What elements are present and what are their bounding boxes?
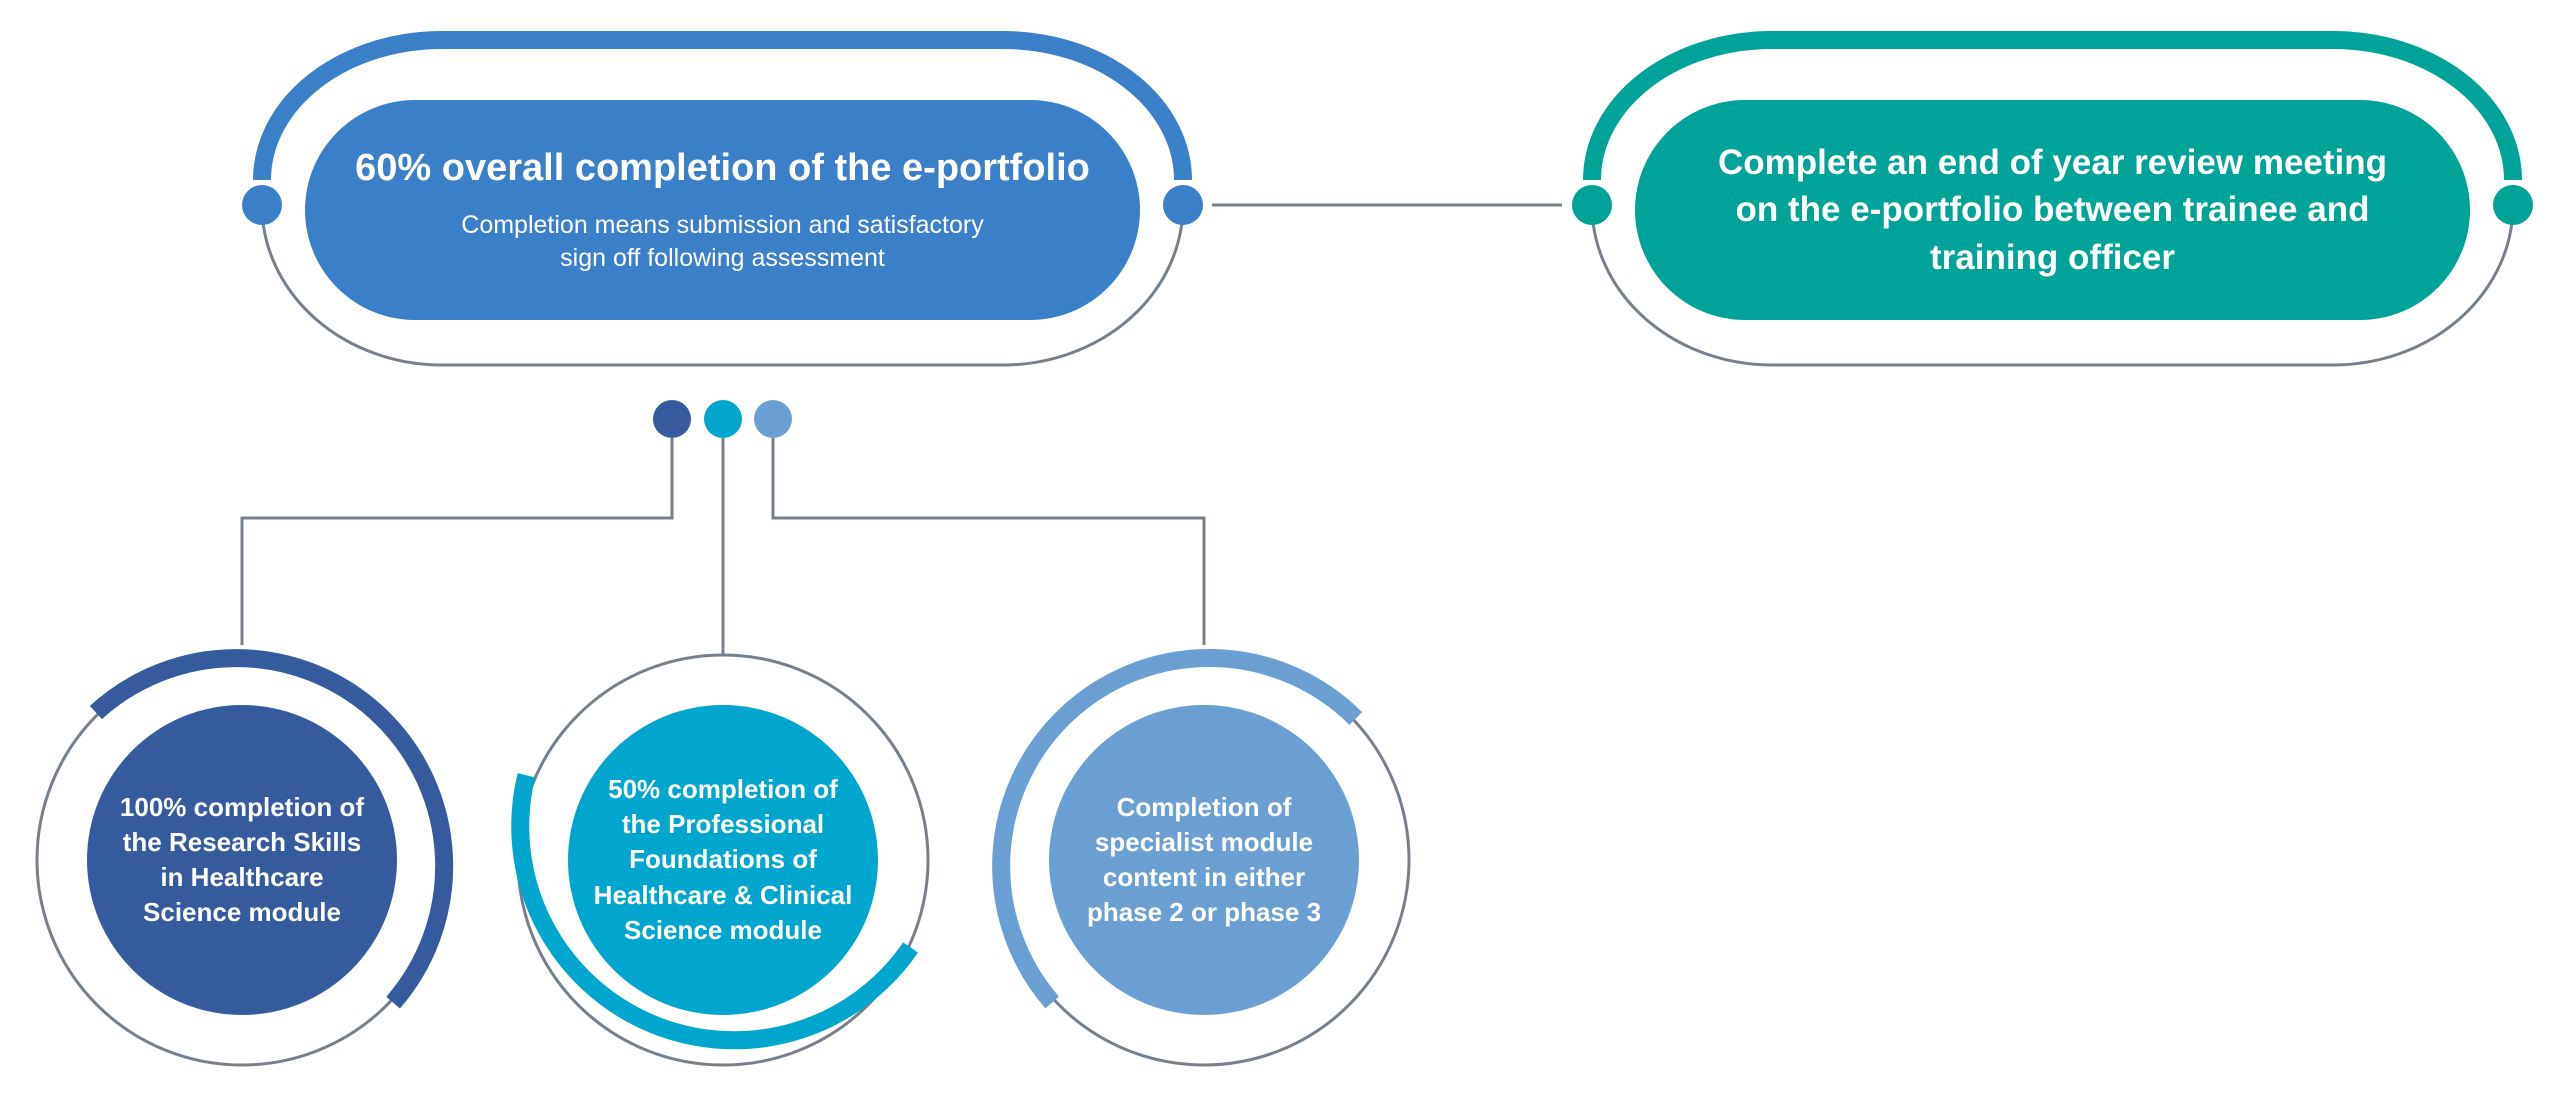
specialist-circle-arc bbox=[992, 649, 1363, 1009]
requirement-pill-subtitle: Completion means submission and satisfac… bbox=[461, 211, 984, 272]
review-pill-title: Complete an end of year review meeting o… bbox=[1717, 143, 2388, 277]
connector-specialist bbox=[771, 438, 1206, 645]
professional-circle-group bbox=[511, 653, 930, 1067]
professional-circle-text: 50% completion of the Professional Found… bbox=[593, 774, 853, 945]
research-circle-arc bbox=[89, 649, 454, 1009]
requirement-pill-group bbox=[242, 31, 1203, 367]
professional-circle-fill bbox=[568, 705, 878, 1015]
requirement-pill-fill bbox=[305, 100, 1140, 320]
requirement-pill-text: 60% overall completion of the e-portfoli… bbox=[305, 100, 1140, 320]
dot-cyan bbox=[704, 400, 742, 438]
specialist-circle-text: Completion of specialist module content … bbox=[1086, 791, 1322, 928]
review-pill-arc bbox=[1583, 31, 2522, 181]
specialist-circle-group bbox=[992, 649, 1411, 1067]
requirement-pill-outline bbox=[260, 204, 1185, 367]
review-pill-right-node bbox=[2493, 185, 2533, 225]
review-pill-text: Complete an end of year review meeting o… bbox=[1635, 100, 2470, 320]
professional-circle-arc bbox=[511, 773, 919, 1050]
requirement-pill-title: 60% overall completion of the e-portfoli… bbox=[355, 146, 1090, 189]
review-pill-outline bbox=[1590, 204, 2515, 367]
requirement-pill-right-node bbox=[1163, 185, 1203, 225]
dot-light-blue bbox=[754, 400, 792, 438]
specialist-circle-fill bbox=[1049, 705, 1359, 1015]
requirement-pill-arc bbox=[253, 31, 1192, 181]
research-circle-group bbox=[35, 649, 454, 1067]
research-circle-fill bbox=[87, 705, 397, 1015]
research-circle-text: 100% completion of the Research Skills i… bbox=[119, 791, 365, 928]
requirement-pill-left-node bbox=[242, 185, 282, 225]
review-pill-group bbox=[1572, 31, 2533, 367]
branch-connectors bbox=[240, 400, 1206, 655]
review-pill-left-node bbox=[1572, 185, 1612, 225]
review-pill-fill bbox=[1635, 100, 2470, 320]
dot-dark-blue bbox=[653, 400, 691, 438]
connector-research bbox=[240, 438, 674, 645]
